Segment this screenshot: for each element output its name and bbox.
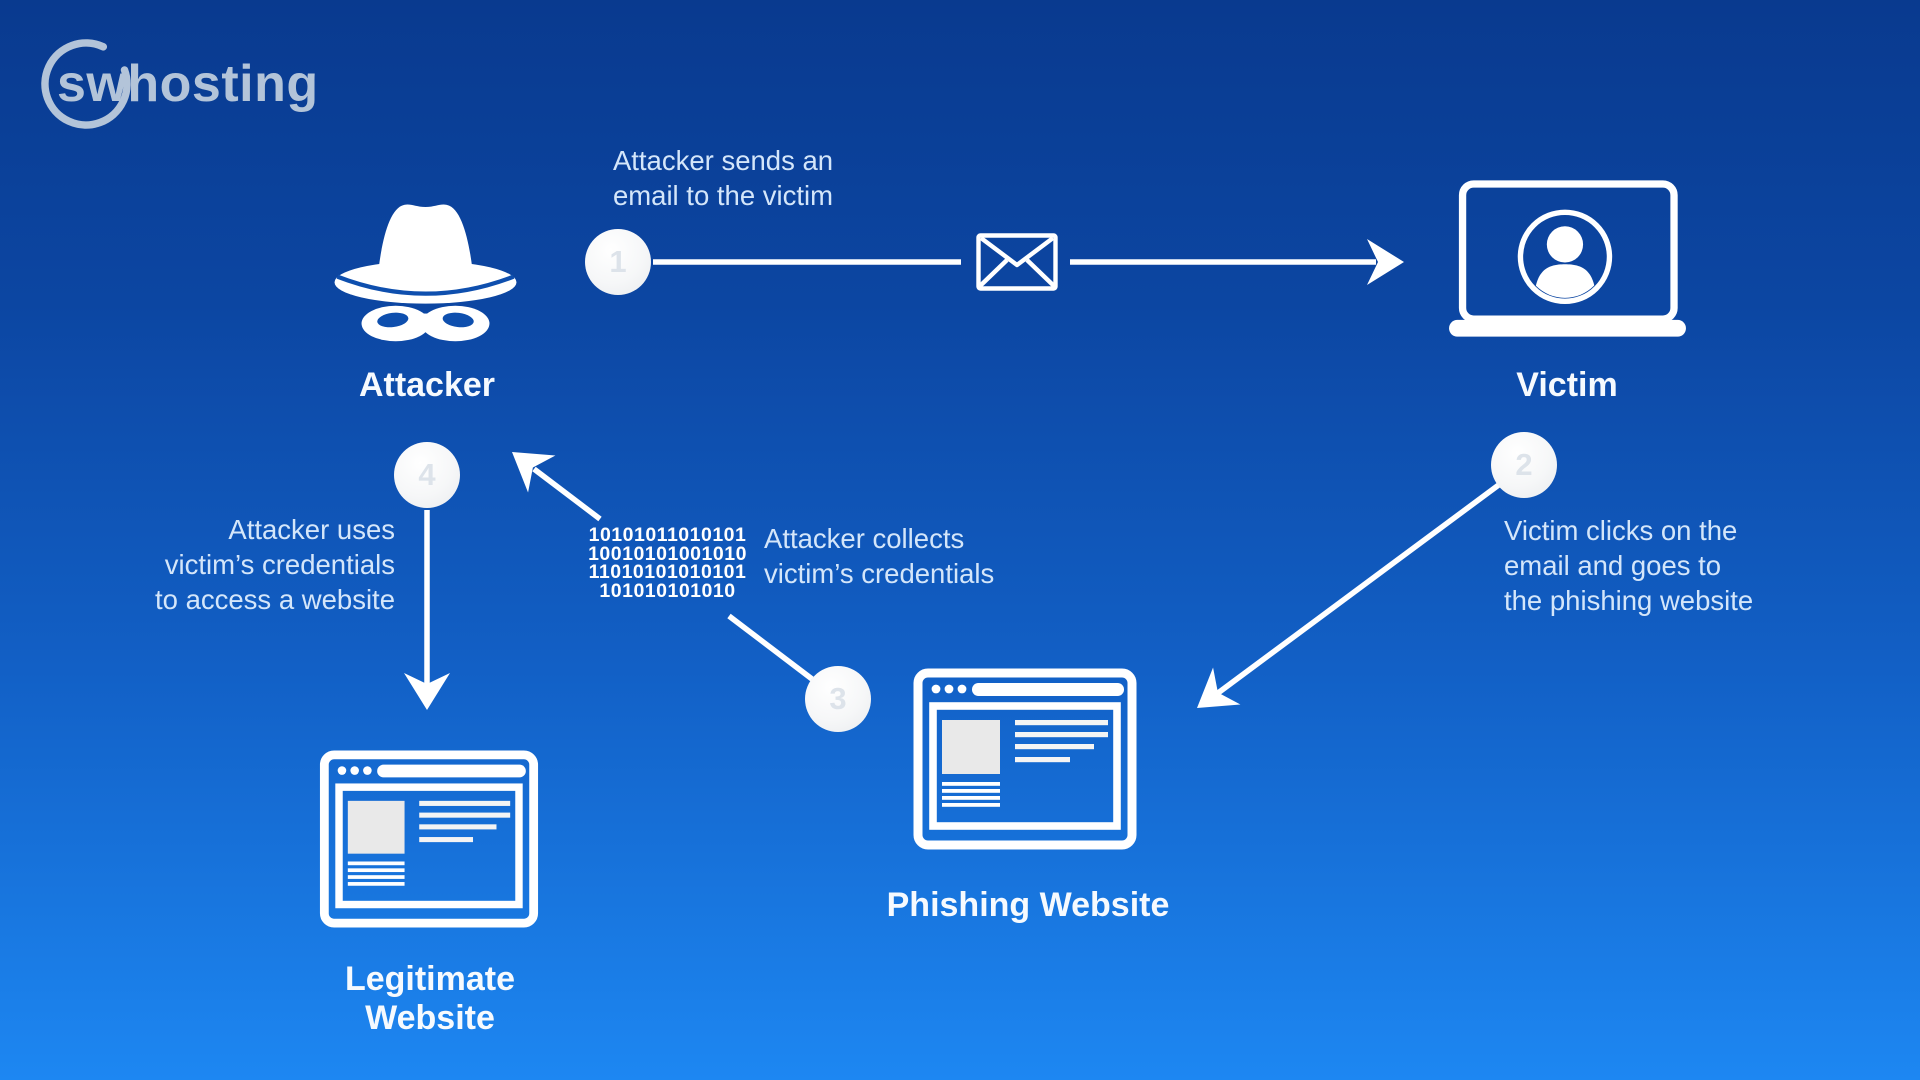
step-1-description: Attacker sends an email to the victim — [612, 145, 834, 211]
phishing-website-icon — [913, 668, 1137, 850]
binary-data-text: 10101011010101 10010101001010 1101010101… — [588, 524, 747, 602]
avatar-head — [1546, 226, 1584, 263]
swhosting-logo: swhosting — [40, 38, 380, 130]
victim-label: Victim — [1516, 366, 1618, 404]
step-3-badge: 3 — [805, 666, 871, 732]
arrow-step-1 — [653, 239, 1404, 285]
logo-text: swhosting — [57, 55, 319, 113]
step-2-description: Victim clicks on the email and goes to t… — [1504, 515, 1754, 616]
attacker-label: Attacker — [358, 366, 496, 404]
step-3-description: Attacker collects victim’s credentials — [764, 523, 995, 589]
step-2-badge: 2 — [1491, 432, 1557, 498]
legitimate-website-icon — [318, 750, 540, 928]
step-4-description: Attacker uses victim’s credentials to ac… — [155, 514, 395, 615]
legitimate-website-label: Legitimate Website — [344, 960, 516, 1037]
arrow-step-3 — [498, 433, 814, 682]
attacker-spy-icon — [334, 204, 517, 342]
victim-laptop-icon — [1449, 180, 1686, 337]
phishing-website-label: Phishing Website — [886, 886, 1170, 924]
step-4-badge: 4 — [394, 442, 460, 508]
arrow-step-2 — [1183, 481, 1502, 727]
step-1-badge: 1 — [585, 229, 651, 295]
arrow-step-4 — [404, 510, 450, 710]
logo-ring-icon — [41, 39, 131, 129]
email-envelope-icon — [976, 233, 1058, 291]
